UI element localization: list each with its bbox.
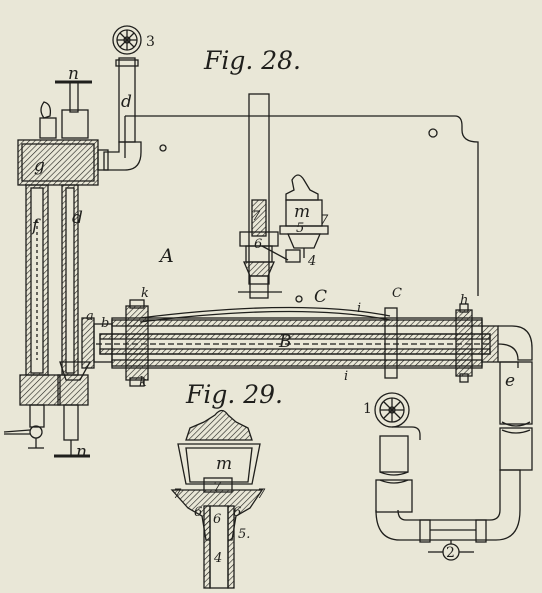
label-1: 1 — [363, 401, 372, 417]
label-7-fig29-b: 7 — [213, 480, 222, 495]
label-d-upper: d — [121, 92, 132, 112]
label-7-fig29-c: 7 — [257, 487, 266, 502]
elbow-e — [497, 325, 533, 361]
label-4-fig29: 4 — [214, 551, 223, 566]
label-m-fig28: m — [294, 202, 311, 222]
fitting-a — [81, 317, 95, 369]
pipe-e — [499, 361, 533, 425]
flange-k — [125, 305, 149, 381]
elbow-d — [103, 141, 142, 171]
plate-hole — [428, 128, 438, 138]
label-5-fig29: 5. — [238, 527, 251, 542]
label-5-fig28: 5 — [296, 221, 305, 236]
label-i-lower: i — [344, 369, 349, 384]
label-C-arc: C — [314, 287, 328, 307]
valve-wheel-1 — [374, 392, 410, 428]
label-b: b — [101, 316, 110, 331]
label-6-fig29-b: 6 — [213, 512, 222, 527]
label-B: B — [279, 332, 292, 352]
fig-29-caption: Fig. 29. — [186, 380, 283, 409]
label-n-bottom: n — [76, 442, 87, 462]
back-plate — [124, 115, 479, 296]
bottom-loop — [375, 469, 521, 541]
valve-wheel-3 — [112, 25, 142, 55]
label-6-fig29-c: 6 — [233, 505, 242, 520]
label-2: 2 — [446, 545, 455, 561]
label-h: h — [460, 293, 469, 308]
plate-hole — [159, 144, 167, 152]
fig-28-caption: Fig. 28. — [204, 46, 301, 75]
label-i-upper: i — [357, 301, 362, 316]
vertical-pipe — [248, 93, 270, 285]
label-g: g — [34, 156, 45, 176]
label-f: f — [32, 216, 39, 236]
arc-C — [139, 306, 391, 319]
label-a: a — [86, 309, 94, 324]
flange-C — [384, 307, 398, 379]
label-d-lower: d — [72, 208, 83, 228]
label-A: A — [160, 245, 174, 267]
plate-hole — [295, 295, 303, 303]
label-m-fig29: m — [216, 454, 233, 474]
cup-m-28 — [285, 174, 319, 201]
label-e: e — [505, 371, 516, 391]
label-6-fig28: 6 — [254, 237, 263, 252]
label-k-bottom: k — [139, 375, 147, 390]
label-7-fig29-a: 7 — [173, 487, 182, 502]
label-7-fig28-a: 7 — [252, 209, 261, 224]
header-block — [17, 139, 99, 186]
label-k-top: k — [141, 286, 149, 301]
cup-m-29 — [185, 409, 253, 441]
label-C-right: C — [392, 286, 402, 301]
label-3: 3 — [146, 34, 155, 50]
label-7-fig28-b: 7 — [320, 213, 329, 228]
label-n-top: n — [68, 64, 79, 84]
label-6-fig29-a: 6 — [194, 505, 203, 520]
label-4-fig28: 4 — [308, 254, 317, 269]
flange-h — [455, 309, 473, 377]
